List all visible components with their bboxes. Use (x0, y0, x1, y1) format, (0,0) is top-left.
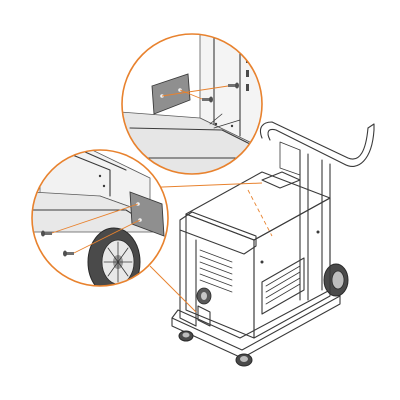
callout-top-detail (121, 33, 263, 175)
cart-rear-bracket (279, 141, 301, 176)
screw-icon (202, 96, 213, 103)
bracket-plate-icon (129, 191, 165, 237)
wheel-icon (178, 330, 194, 342)
screw-icon (63, 250, 74, 257)
machine-side (253, 197, 331, 339)
cart-handle (259, 121, 369, 160)
mount-hidden-line (247, 189, 273, 237)
side-grille (261, 257, 305, 315)
machine-carry-strap (261, 171, 301, 189)
welding-machine (179, 171, 331, 339)
callout-ring-top (121, 33, 263, 175)
front-vents (199, 249, 233, 293)
screw-icon (228, 82, 239, 89)
wheel-icon (235, 353, 253, 367)
wheel-icon (323, 263, 349, 297)
wheel-icon (87, 227, 141, 286)
screw-icon (41, 230, 52, 237)
callout-ring-left (31, 149, 169, 287)
callout-left-detail (31, 149, 169, 287)
front-connector (196, 287, 212, 327)
leader-left (149, 265, 197, 313)
